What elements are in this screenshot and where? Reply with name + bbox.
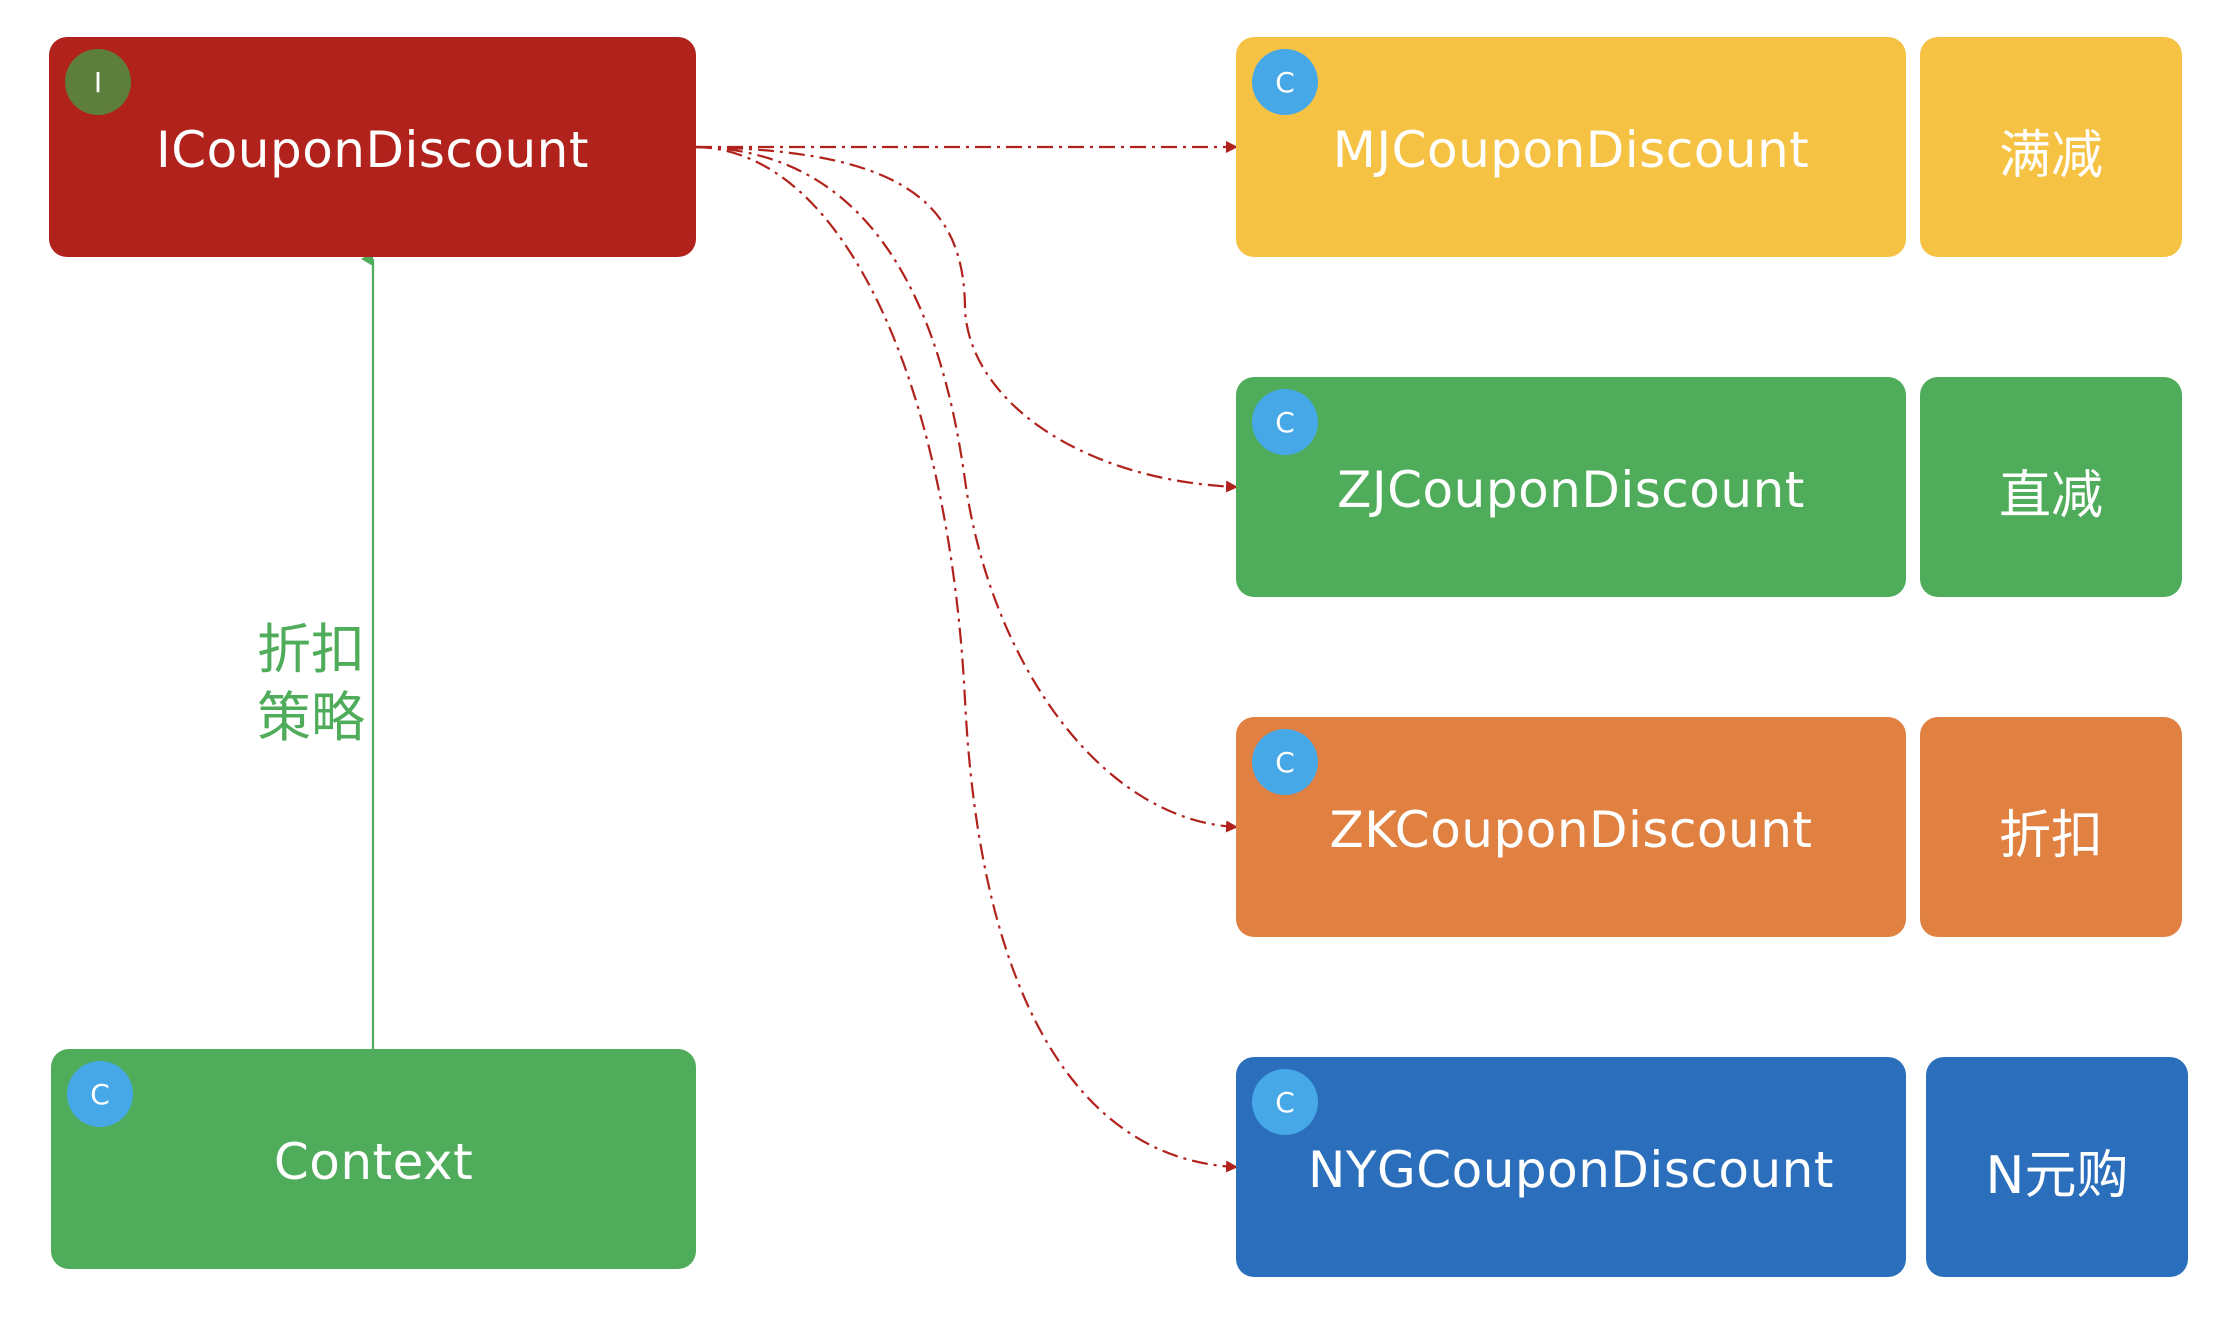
interface-name: ICouponDiscount bbox=[156, 121, 589, 179]
tag-node-mj[interactable]: 满减 bbox=[1920, 37, 2182, 257]
class-name: NYGCouponDiscount bbox=[1308, 1141, 1834, 1199]
tag-label: N元购 bbox=[1985, 1145, 2129, 1206]
realization-edge-zj bbox=[695, 145, 1238, 493]
realization-edge-zk bbox=[695, 145, 1238, 833]
edge-label-line: 策略 bbox=[257, 686, 365, 749]
interface-node-icoupondiscount[interactable]: I ICouponDiscount bbox=[49, 37, 696, 257]
tag-node-zj[interactable]: 直减 bbox=[1920, 377, 2182, 597]
class-name: ZKCouponDiscount bbox=[1329, 801, 1813, 859]
class-name: MJCouponDiscount bbox=[1332, 121, 1810, 179]
class-node-zjcoupondiscount[interactable]: C ZJCouponDiscount bbox=[1236, 377, 1906, 597]
class-badge-icon: C bbox=[1252, 389, 1318, 455]
class-name: Context bbox=[273, 1133, 474, 1191]
tag-label: 直减 bbox=[1998, 465, 2103, 526]
tag-node-zk[interactable]: 折扣 bbox=[1920, 717, 2182, 937]
interface-badge-icon: I bbox=[65, 49, 131, 115]
tag-node-nyg[interactable]: N元购 bbox=[1926, 1057, 2188, 1277]
tag-label: 折扣 bbox=[1998, 805, 2103, 866]
class-badge-icon: C bbox=[1252, 49, 1318, 115]
class-node-mjcoupondiscount[interactable]: C MJCouponDiscount bbox=[1236, 37, 1906, 257]
class-badge-icon: C bbox=[1252, 1069, 1318, 1135]
class-node-zkcoupondiscount[interactable]: C ZKCouponDiscount bbox=[1236, 717, 1906, 937]
class-badge-icon: C bbox=[1252, 729, 1318, 795]
context-edge-label: 折扣 策略 bbox=[246, 616, 376, 752]
edge-label-line: 折扣 bbox=[257, 618, 365, 681]
class-node-nygcoupondiscount[interactable]: C NYGCouponDiscount bbox=[1236, 1057, 1906, 1277]
class-name: ZJCouponDiscount bbox=[1337, 461, 1805, 519]
class-badge-icon: C bbox=[67, 1061, 133, 1127]
class-node-context[interactable]: C Context bbox=[51, 1049, 696, 1269]
realization-edge-nyg bbox=[695, 145, 1238, 1173]
tag-label: 满减 bbox=[1998, 125, 2103, 186]
